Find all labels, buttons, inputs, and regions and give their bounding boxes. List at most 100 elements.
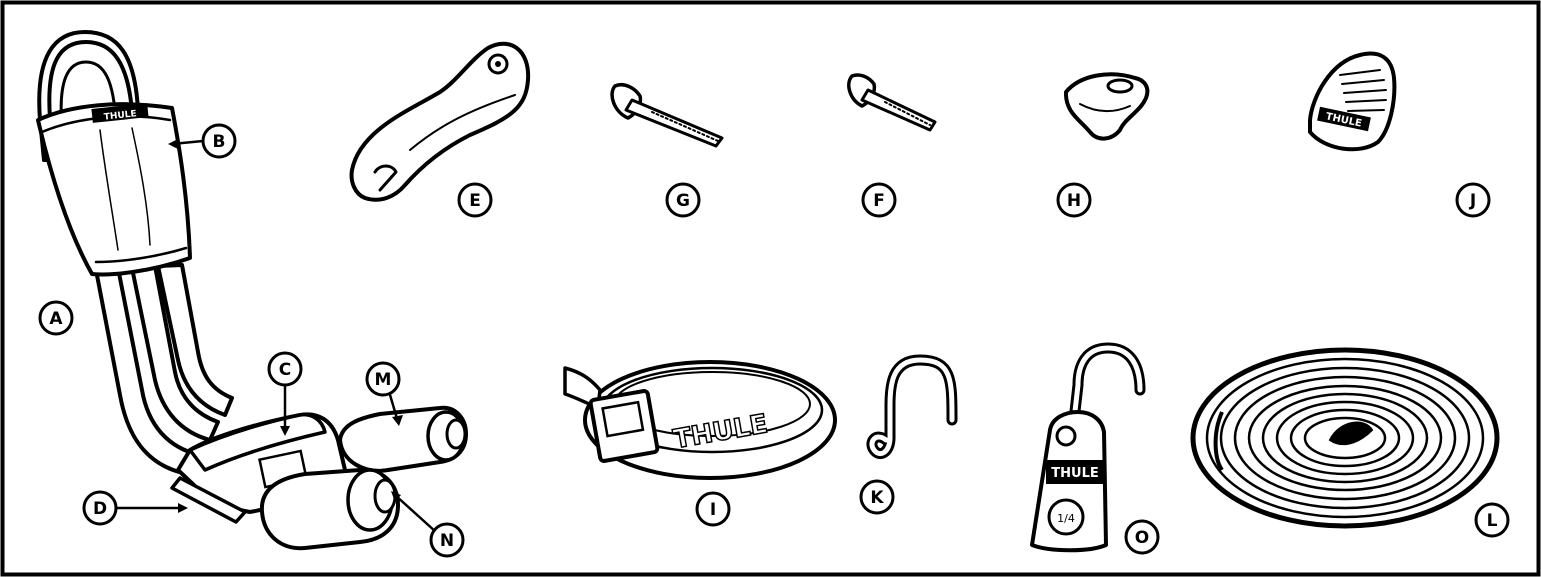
knob-hole — [1106, 78, 1134, 94]
lower-tube-right — [130, 264, 220, 442]
callout-m: M — [365, 361, 401, 397]
sleeve-fold-1 — [99, 129, 119, 251]
part-i-strap: THULE — [563, 360, 837, 480]
leader-m-arrow — [392, 415, 403, 426]
callout-j-label: J — [1469, 191, 1476, 211]
padded-sleeve — [36, 102, 192, 277]
callout-b: B — [201, 123, 237, 159]
callout-e: E — [457, 182, 493, 218]
long-bolt-shaft — [624, 98, 724, 148]
callout-f-label: F — [873, 191, 885, 211]
tensioner-dial — [1047, 498, 1085, 536]
callout-n: N — [429, 522, 465, 558]
callout-g: G — [665, 182, 701, 218]
callout-e-circle — [457, 182, 493, 218]
callout-l: L — [1474, 502, 1510, 538]
callout-m-circle — [365, 361, 401, 397]
rope-coil-ring-7 — [1275, 400, 1415, 476]
callout-d-circle — [82, 490, 118, 526]
tensioner-dial-text: 1/4 — [1057, 512, 1075, 525]
tensioner-logo-patch — [1046, 460, 1104, 484]
callout-o-circle — [1124, 519, 1160, 555]
callout-k-circle — [859, 479, 895, 515]
leader-b-arrow — [168, 139, 178, 149]
sleeve-brand-text: THULE — [103, 109, 137, 122]
part-l-rope-coil — [1190, 347, 1500, 529]
leader-n-arrow — [391, 491, 401, 502]
callout-j-circle — [1455, 182, 1491, 218]
knob-body — [1063, 72, 1150, 141]
rope-coil-center — [1328, 421, 1374, 446]
callout-d-label: D — [93, 499, 107, 519]
base-clamp-top — [188, 412, 327, 472]
strap-buckle-window — [601, 400, 645, 438]
callout-l-label: L — [1487, 511, 1498, 531]
leader-c-arrow — [280, 426, 290, 436]
end-cap-rib-2 — [1341, 79, 1385, 85]
tensioner-brand-text: THULE — [1051, 466, 1098, 481]
bracket-body — [349, 41, 531, 202]
callout-f: F — [861, 182, 897, 218]
upright-bar-inner — [59, 60, 118, 130]
callout-h-circle — [1056, 182, 1092, 218]
callout-c-circle — [267, 351, 303, 387]
leader-n — [394, 494, 437, 533]
end-cap-rib-1 — [1339, 69, 1381, 76]
part-g-long-bolt — [610, 83, 724, 148]
j-cradle-assembly: THULE — [36, 30, 468, 551]
tensioner-pivot — [1055, 425, 1077, 447]
callout-a: A — [38, 300, 74, 336]
rope-coil-ring-8 — [1289, 408, 1401, 468]
callout-n-label: N — [440, 531, 454, 551]
callout-c: C — [267, 351, 303, 387]
rope-coil-tail — [1213, 411, 1224, 472]
end-cap-rib-3 — [1343, 89, 1387, 94]
sleeve-bottom-seam — [94, 246, 188, 264]
callout-c-label: C — [279, 360, 291, 380]
rope-coil-ring-6 — [1261, 392, 1429, 484]
end-cap-rib-4 — [1345, 99, 1387, 103]
rope-coil-ring-4 — [1233, 375, 1457, 501]
part-o-tensioner: THULE 1/4 — [1030, 342, 1146, 553]
callout-e-label: E — [469, 191, 481, 211]
rope-coil-ring-1 — [1190, 347, 1500, 529]
tensioner-hook-fill — [1071, 345, 1143, 423]
callout-n-circle — [429, 522, 465, 558]
base-plate — [170, 476, 247, 524]
callout-k: K — [859, 479, 895, 515]
callout-a-label: A — [49, 309, 63, 329]
part-j-end-cap: THULE — [1308, 51, 1397, 152]
sleeve-label-patch — [91, 103, 149, 123]
callout-o: O — [1124, 519, 1160, 555]
part-f-short-bolt — [847, 73, 937, 132]
short-bolt-thread — [884, 101, 931, 126]
callout-h: H — [1056, 182, 1092, 218]
callout-i: I — [695, 491, 731, 527]
end-cap-rib-5 — [1347, 109, 1385, 112]
callout-k-label: K — [870, 488, 884, 508]
callout-g-label: G — [676, 191, 690, 211]
callout-b-label: B — [213, 132, 226, 152]
callout-m-label: M — [375, 370, 392, 390]
callout-o-label: O — [1135, 528, 1149, 548]
part-e-bracket — [349, 41, 531, 202]
s-hook-fill — [869, 357, 955, 456]
callout-f-circle — [861, 182, 897, 218]
bracket-hole-inner — [495, 61, 501, 67]
leader-lines — [117, 139, 437, 533]
pad-cylinder-lower-bore — [373, 478, 397, 514]
callout-i-label: I — [710, 500, 716, 520]
lower-tube-mid — [156, 263, 234, 417]
sleeve-fold-2 — [131, 127, 151, 246]
rope-coil-ring-9 — [1303, 416, 1387, 460]
rope-coil-ring-5 — [1247, 384, 1443, 492]
callout-i-circle — [695, 491, 731, 527]
rope-coil-ring-2 — [1205, 357, 1485, 519]
part-h-knob — [1063, 72, 1150, 141]
knob-ridge — [1079, 103, 1131, 112]
callout-j: J — [1455, 182, 1491, 218]
callout-b-circle — [201, 123, 237, 159]
